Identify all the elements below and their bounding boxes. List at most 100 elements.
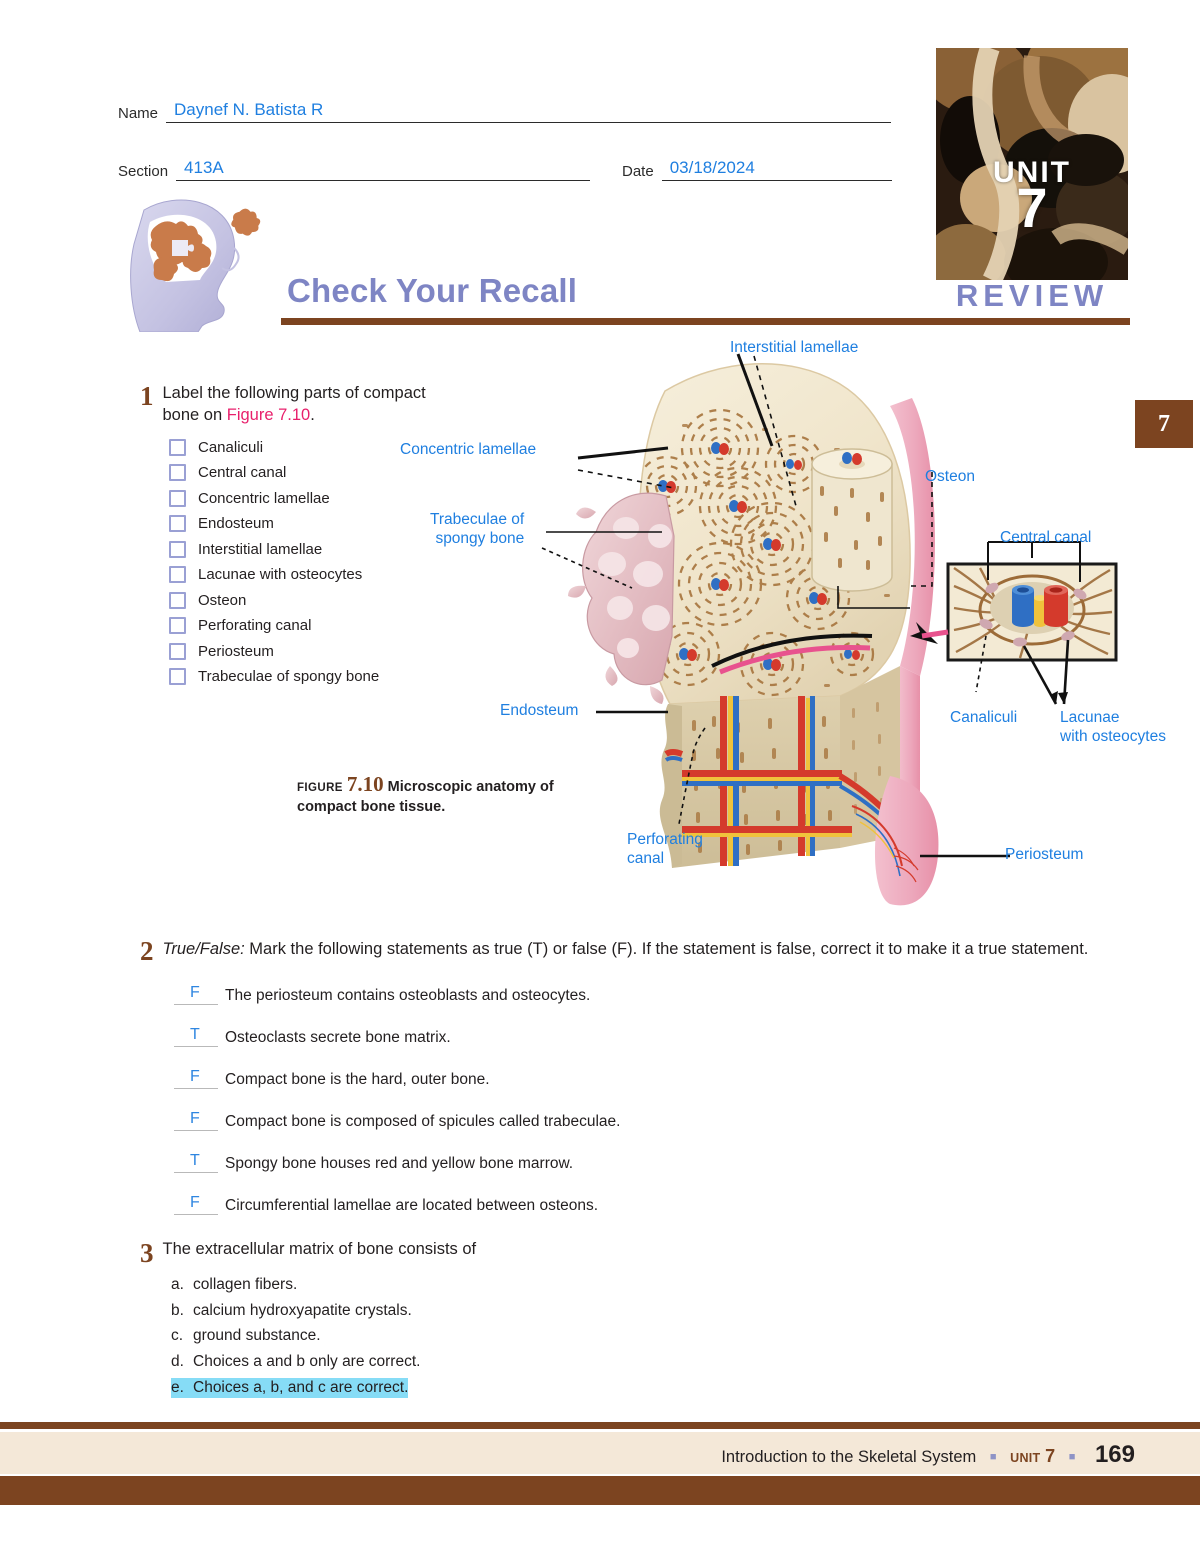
list-item[interactable]: Central canal <box>169 464 430 482</box>
choice-option-selected[interactable]: e.Choices a, b, and c are correct. <box>171 1377 760 1398</box>
list-item[interactable]: Osteon <box>169 591 430 609</box>
list-item[interactable]: Perforating canal <box>169 617 430 635</box>
question-1-text-before: Label the following parts of compact bon… <box>162 384 426 424</box>
answer-blank[interactable]: T <box>174 1151 218 1173</box>
choice-option[interactable]: a. collagen fibers. <box>171 1275 760 1295</box>
footer-bottom-bar <box>0 1476 1200 1505</box>
date-input[interactable]: 03/18/2024 <box>661 158 892 181</box>
checkbox-icon[interactable] <box>169 642 186 660</box>
question-1-number: 1 <box>140 381 154 411</box>
answer-blank[interactable]: F <box>174 1109 218 1131</box>
choice-text: Choices a and b only are correct. <box>193 1352 421 1370</box>
osteon-rings <box>638 408 893 697</box>
question-1: 1 Label the following parts of compact b… <box>140 383 430 694</box>
figure-caption: FIGURE 7.10 Microscopic anatomy of compa… <box>297 770 597 818</box>
checkbox-icon[interactable] <box>169 540 186 558</box>
answer-value: F <box>190 1068 200 1085</box>
list-item[interactable]: Endosteum <box>169 515 430 533</box>
section-field-row: Section 413A <box>118 158 598 181</box>
compact-bone-illustration <box>541 353 1118 906</box>
checkbox-icon[interactable] <box>169 617 186 635</box>
question-3-heading: 3 The extracellular matrix of bone consi… <box>140 1240 760 1267</box>
question-2-lead-italic: True/False: <box>162 940 245 958</box>
name-input[interactable]: Daynef N. Batista R <box>166 100 892 123</box>
list-item-label: Lacunae with osteocytes <box>198 566 363 584</box>
checkbox-icon[interactable] <box>169 464 186 482</box>
choice-option[interactable]: b. calcium hydroxyapatite crystals. <box>171 1301 760 1321</box>
bone-shaft-block <box>659 666 900 868</box>
true-false-item: F Circumferential lamellae are located b… <box>174 1193 1110 1215</box>
checkbox-icon[interactable] <box>169 566 186 584</box>
checkbox-icon[interactable] <box>169 668 186 686</box>
choice-text: Choices a, b, and c are correct. <box>193 1377 409 1398</box>
list-item[interactable]: Periosteum <box>169 642 430 660</box>
list-item[interactable]: Trabeculae of spongy bone <box>169 668 430 686</box>
answer-blank[interactable]: T <box>174 1025 218 1047</box>
choice-letter: a. <box>171 1276 184 1293</box>
list-item[interactable]: Canaliculi <box>169 438 430 456</box>
page-number: 169 <box>1094 1441 1135 1468</box>
true-false-item: F The periosteum contains osteoblasts an… <box>174 983 1110 1005</box>
page-title: Check Your Recall <box>287 272 578 309</box>
checkbox-icon[interactable] <box>169 515 186 533</box>
choice-letter: b. <box>171 1301 184 1319</box>
figure-caption-text: Microscopic anatomy of compact bone tiss… <box>297 779 554 816</box>
answer-blank[interactable]: F <box>174 983 218 1005</box>
list-item-label: Endosteum <box>198 515 274 533</box>
label-checklist: Canaliculi Central canal Concentric lame… <box>169 438 430 686</box>
name-value: Daynef N. Batista R <box>174 100 324 119</box>
true-false-item: T Spongy bone houses red and yellow bone… <box>174 1151 1110 1173</box>
question-3: 3 The extracellular matrix of bone consi… <box>140 1240 760 1403</box>
figure-label-canaliculi: Canaliculi <box>950 709 1018 726</box>
footer-top-rule <box>0 1422 1200 1429</box>
list-item[interactable]: Interstitial lamellae <box>169 540 430 558</box>
list-item-label: Canaliculi <box>198 438 264 456</box>
list-item-label: Trabeculae of spongy bone <box>198 668 380 686</box>
name-label: Name <box>118 105 159 122</box>
true-false-item: F Compact bone is the hard, outer bone. <box>174 1067 1110 1089</box>
choice-letter: c. <box>171 1327 184 1345</box>
figure-label-trabeculae-spongy-bone: Trabeculae of spongy bone <box>430 511 525 547</box>
section-input[interactable]: 413A <box>176 158 591 181</box>
choice-letter: e. <box>171 1377 193 1398</box>
multiple-choice-list: a. collagen fibers. b. calcium hydroxyapat… <box>171 1275 760 1398</box>
inset-lacunae <box>979 582 1087 647</box>
date-label: Date <box>622 163 654 180</box>
figure-label-periosteum: Periosteum <box>1005 846 1084 863</box>
question-1-text: Label the following parts of compact bon… <box>163 383 431 427</box>
answer-blank[interactable]: F <box>174 1067 218 1089</box>
checkbox-icon[interactable] <box>169 489 186 507</box>
figure-label-central-canal: Central canal <box>1000 529 1092 546</box>
list-item[interactable]: Lacunae with osteocytes <box>169 566 430 584</box>
brain-puzzle-head-icon <box>126 196 266 333</box>
question-2-heading: 2 True/False: Mark the following stateme… <box>140 938 1110 965</box>
periosteum-flap <box>851 776 939 906</box>
spongy-bone-trabeculae <box>568 492 675 704</box>
checkbox-icon[interactable] <box>169 438 186 456</box>
figure-label-interstitial-lamellae: Interstitial lamellae <box>730 339 859 356</box>
true-false-item: F Compact bone is composed of spicules c… <box>174 1109 1110 1131</box>
figure-reference: Figure 7.10 <box>226 405 311 424</box>
figure-label-concentric-lamellae: Concentric lamellae <box>400 441 537 458</box>
footer-text: Introduction to the Skeletal System ■ UN… <box>0 1441 1135 1469</box>
figure-caption-word: FIGURE <box>297 782 343 794</box>
choice-option[interactable]: c.ground substance. <box>171 1326 760 1346</box>
statement-text: Spongy bone houses red and yellow bone m… <box>225 1154 574 1172</box>
answer-blank[interactable]: F <box>174 1193 218 1215</box>
list-item[interactable]: Concentric lamellae <box>169 489 430 507</box>
statement-text: Compact bone is the hard, outer bone. <box>225 1070 490 1088</box>
list-item-label: Periosteum <box>198 642 274 660</box>
footer-unit-number: 7 <box>1045 1446 1056 1466</box>
choice-option[interactable]: d.Choices a and b only are correct. <box>171 1352 760 1372</box>
choice-text: calcium hydroxyapatite crystals. <box>193 1301 412 1319</box>
compact-bone-figure: Interstitial lamellae Concentric lamella… <box>400 336 1200 916</box>
choice-text: collagen fibers. <box>193 1276 298 1293</box>
question-3-number: 3 <box>140 1238 154 1268</box>
section-value: 413A <box>184 158 224 177</box>
list-item-label: Perforating canal <box>198 617 312 635</box>
checkbox-icon[interactable] <box>169 591 186 609</box>
statement-text: Compact bone is composed of spicules cal… <box>225 1112 621 1130</box>
question-1-text-after: . <box>310 405 315 424</box>
footer-unit-word: UNIT <box>1010 1451 1041 1465</box>
statement-text: Circumferential lamellae are located bet… <box>225 1196 599 1214</box>
